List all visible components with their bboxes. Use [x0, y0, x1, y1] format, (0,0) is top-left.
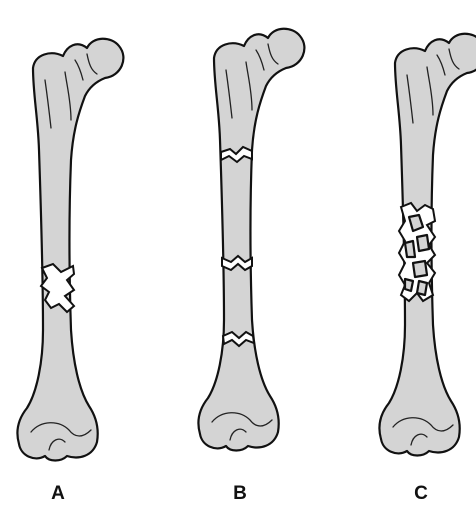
label-c: C: [406, 483, 436, 505]
femur-c: [379, 34, 476, 456]
femur-b: [198, 29, 304, 451]
label-b: B: [225, 483, 255, 505]
label-a: A: [43, 483, 73, 505]
femur-a: [17, 39, 123, 461]
